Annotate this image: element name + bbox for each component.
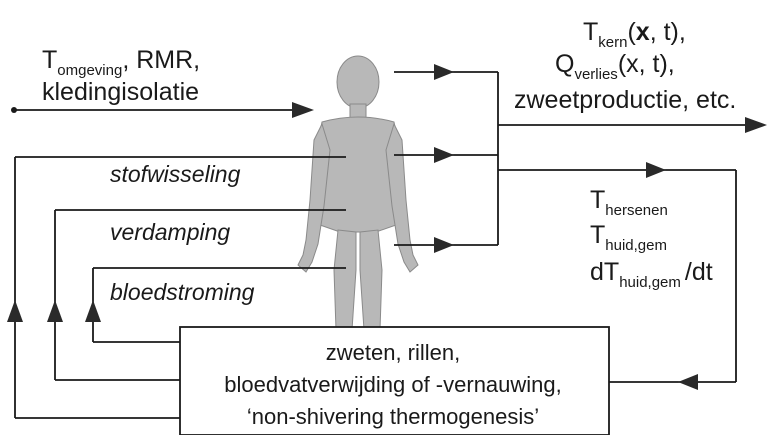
effector-evaporation-label: verdamping <box>110 219 230 245</box>
input-label-line1: Tomgeving, RMR, <box>42 46 200 79</box>
output-sweat-production: zweetproductie, etc. <box>514 86 736 114</box>
sensor-skin-temperature: Thuid,gem <box>590 221 667 254</box>
sensor-brain-temperature: Thersenen <box>590 186 668 219</box>
output-heat-loss: Qverlies(x, t), <box>555 50 675 83</box>
controller-line1: zweten, rillen, <box>326 340 461 365</box>
output-core-temperature: Tkern(x, t), <box>583 18 686 51</box>
effector-bloodflow-label: bloedstroming <box>110 279 255 305</box>
controller-line2: bloedvatverwijding of -vernauwing, <box>224 372 562 397</box>
input-label-line2: kledingisolatie <box>42 78 199 106</box>
controller-line3: ‘non-shivering thermogenesis’ <box>247 404 539 429</box>
sensor-skin-temperature-rate: dThuid,gem/dt <box>590 258 713 291</box>
effector-metabolism-label: stofwisseling <box>110 161 241 187</box>
